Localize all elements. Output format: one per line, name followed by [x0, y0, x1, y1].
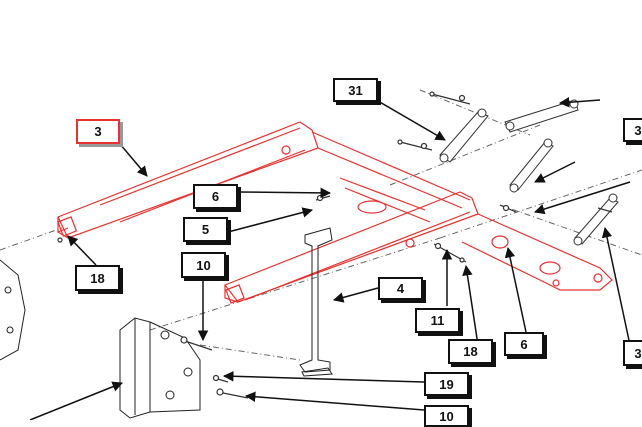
mount-plate-left: [0, 259, 26, 361]
linkage-bars: [439, 99, 619, 246]
cross-tube: [311, 131, 471, 209]
pins-and-bolts: [57, 91, 613, 399]
callout-3-right: 3: [623, 118, 642, 142]
mount-bracket-bottom: [119, 317, 201, 419]
callout-5: 5: [183, 217, 228, 242]
callout-6-mid: 6: [504, 332, 544, 356]
callout-10-bottom: 10: [424, 405, 469, 427]
callout-10-left: 10: [181, 252, 226, 278]
center-lines: [0, 89, 642, 361]
callout-31: 31: [333, 78, 378, 102]
callout-18-mid: 18: [448, 339, 493, 364]
leader-lines: [29, 97, 631, 420]
callout-6-left: 6: [193, 184, 238, 209]
callout-4: 4: [378, 277, 423, 300]
callout-3-bottom-right: 3: [623, 340, 642, 366]
callout-19: 19: [424, 372, 469, 396]
callout-3-loader-frame: 3: [76, 119, 120, 144]
parking-stand-part-4: [299, 227, 333, 377]
callout-18-left: 18: [75, 265, 120, 291]
loader-frame-part-3: [57, 121, 613, 304]
right-arm: [224, 191, 479, 303]
callout-11: 11: [415, 308, 460, 333]
